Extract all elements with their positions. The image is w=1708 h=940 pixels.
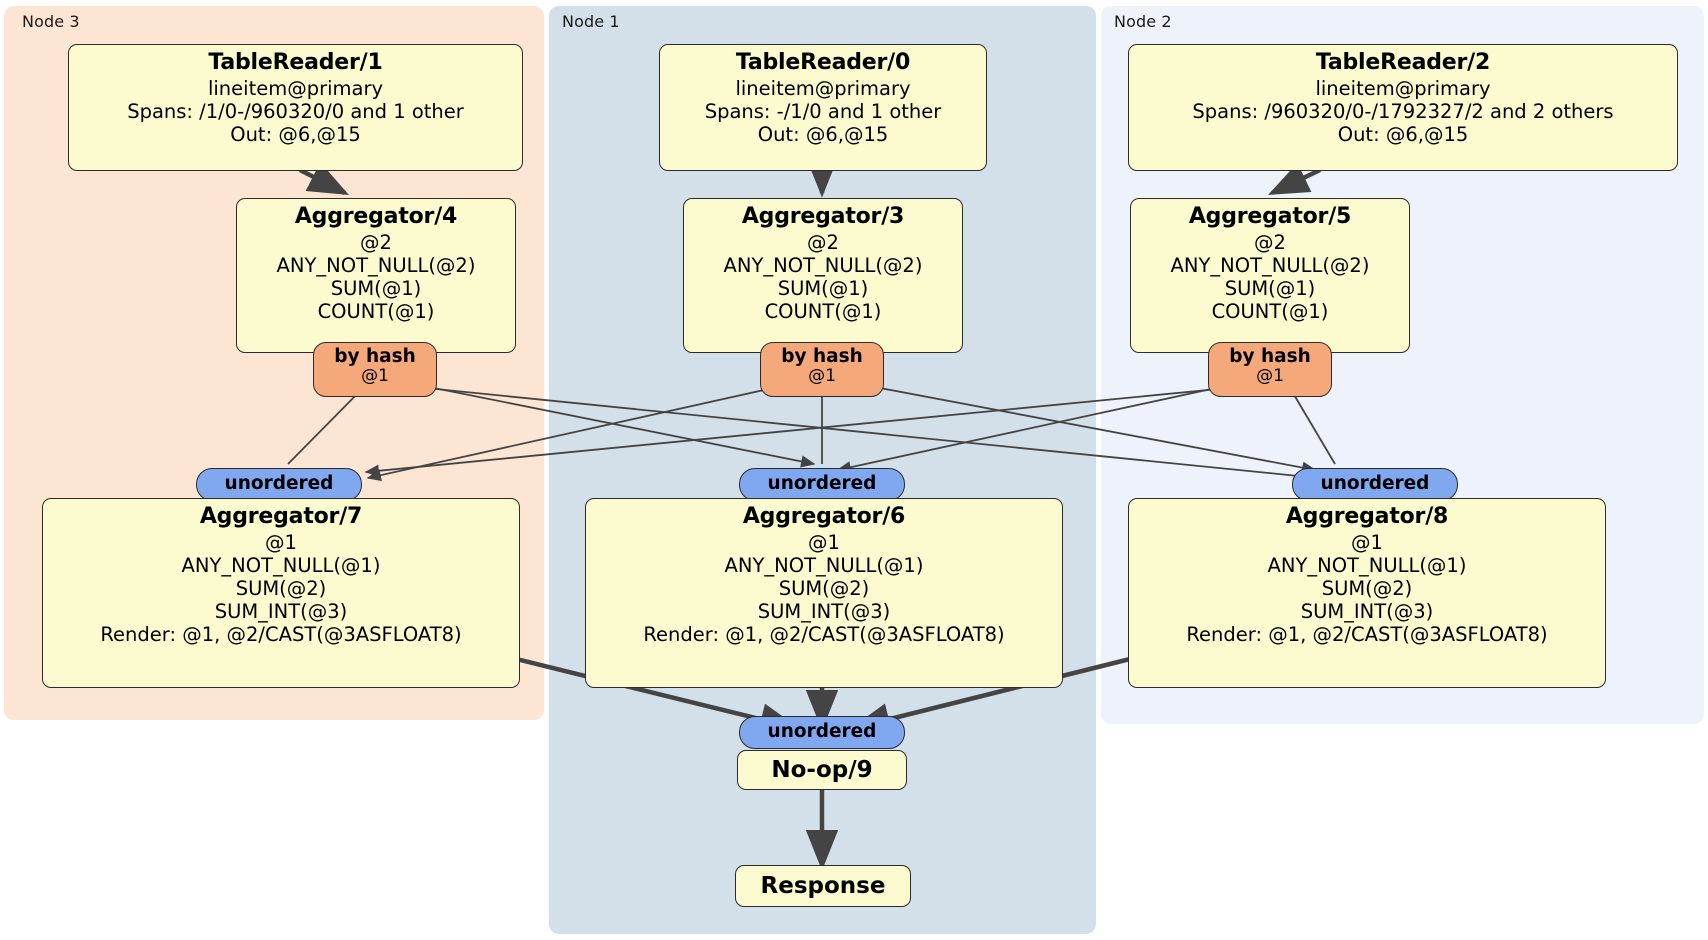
router-by-hash-left[interactable]: by hash @1 xyxy=(313,342,437,397)
router-label: by hash xyxy=(334,346,416,367)
node-region-label-node1: Node 1 xyxy=(562,12,620,31)
processor-aggregator-3[interactable]: Aggregator/3 @2 ANY_NOT_NULL(@2) SUM(@1)… xyxy=(683,198,963,353)
processor-line: Spans: -/1/0 and 1 other xyxy=(704,99,942,123)
processor-line: ANY_NOT_NULL(@1) xyxy=(1267,553,1467,577)
edge-aggregator8-unorderedfinal xyxy=(849,652,1147,735)
processor-title: TableReader/2 xyxy=(1315,50,1491,75)
processor-line: @1 xyxy=(808,530,840,554)
processor-title: Aggregator/4 xyxy=(294,204,458,229)
processor-line: @1 xyxy=(1351,530,1383,554)
processor-line: SUM(@2) xyxy=(778,576,870,600)
edge-hashleft-unorderedleft xyxy=(287,387,364,465)
router-by-hash-center[interactable]: by hash @1 xyxy=(760,342,884,397)
processor-line: Out: @6,@15 xyxy=(1337,122,1469,146)
processor-aggregator-7[interactable]: Aggregator/7 @1 ANY_NOT_NULL(@1) SUM(@2)… xyxy=(42,498,520,688)
edge-hashcenter-unorderedleft xyxy=(366,381,801,482)
processor-line: ANY_NOT_NULL(@1) xyxy=(724,553,924,577)
edge-hashright-unorderedright xyxy=(1289,387,1336,465)
processor-line: @1 xyxy=(265,530,297,554)
processor-line: COUNT(@1) xyxy=(317,299,435,323)
synchronizer-unordered-left[interactable]: unordered xyxy=(196,468,362,501)
router-column: @1 xyxy=(361,366,389,387)
edge-aggregator7-unorderedfinal xyxy=(499,652,801,736)
router-column: @1 xyxy=(808,366,836,387)
router-label: by hash xyxy=(781,346,863,367)
processor-line: @2 xyxy=(360,230,392,254)
synchronizer-unordered-final[interactable]: unordered xyxy=(739,716,905,749)
processor-line: lineitem@primary xyxy=(207,76,384,100)
edge-hashcenter-unorderedright xyxy=(847,381,1317,474)
processor-title: Aggregator/7 xyxy=(199,504,363,529)
processor-line: SUM(@2) xyxy=(1321,576,1413,600)
processor-tablereader-0[interactable]: TableReader/0 lineitem@primary Spans: -/… xyxy=(659,44,987,171)
processor-line: ANY_NOT_NULL(@2) xyxy=(276,253,476,277)
processor-line: Out: @6,@15 xyxy=(757,122,889,146)
processor-line: ANY_NOT_NULL(@2) xyxy=(723,253,923,277)
processor-title: Aggregator/5 xyxy=(1188,204,1352,229)
processor-line: ANY_NOT_NULL(@2) xyxy=(1170,253,1370,277)
processor-tablereader-1[interactable]: TableReader/1 lineitem@primary Spans: /1… xyxy=(68,44,523,171)
node-region-label-node3: Node 3 xyxy=(22,12,80,31)
synchronizer-unordered-right[interactable]: unordered xyxy=(1292,468,1458,501)
processor-line: Render: @1, @2/CAST(@3ASFLOAT8) xyxy=(643,622,1005,646)
processor-line: @2 xyxy=(1254,230,1286,254)
edge-hashleft-unorderedright xyxy=(405,385,1320,483)
processor-title: TableReader/0 xyxy=(735,50,911,75)
node-region-label-node2: Node 2 xyxy=(1114,12,1172,31)
processor-aggregator-5[interactable]: Aggregator/5 @2 ANY_NOT_NULL(@2) SUM(@1)… xyxy=(1130,198,1410,353)
processor-title: Aggregator/6 xyxy=(742,504,906,529)
processor-line: Spans: /1/0-/960320/0 and 1 other xyxy=(127,99,464,123)
processor-response[interactable]: Response xyxy=(735,865,911,907)
router-by-hash-right[interactable]: by hash @1 xyxy=(1208,342,1332,397)
processor-aggregator-4[interactable]: Aggregator/4 @2 ANY_NOT_NULL(@2) SUM(@1)… xyxy=(236,198,516,353)
processor-line: COUNT(@1) xyxy=(764,299,882,323)
processor-title: Aggregator/3 xyxy=(741,204,905,229)
edge-hashleft-unorderedcenter xyxy=(403,381,816,468)
processor-aggregator-8[interactable]: Aggregator/8 @1 ANY_NOT_NULL(@1) SUM(@2)… xyxy=(1128,498,1606,688)
edge-hashright-unorderedleft xyxy=(364,385,1250,477)
processor-line: Render: @1, @2/CAST(@3ASFLOAT8) xyxy=(1186,622,1548,646)
processor-title: TableReader/1 xyxy=(208,50,383,75)
edge-tablereader1-aggregator4 xyxy=(298,162,350,196)
edge-tablereader2-aggregator5 xyxy=(1267,162,1321,196)
processor-tablereader-2[interactable]: TableReader/2 lineitem@primary Spans: /9… xyxy=(1128,44,1678,171)
processor-line: Spans: /960320/0-/1792327/2 and 2 others xyxy=(1192,99,1614,123)
processor-line: SUM(@1) xyxy=(330,276,422,300)
router-label: by hash xyxy=(1229,346,1311,367)
processor-aggregator-6[interactable]: Aggregator/6 @1 ANY_NOT_NULL(@1) SUM(@2)… xyxy=(585,498,1063,688)
processor-line: Render: @1, @2/CAST(@3ASFLOAT8) xyxy=(100,622,462,646)
processor-line: lineitem@primary xyxy=(1315,76,1491,100)
processor-title: Aggregator/8 xyxy=(1285,504,1449,529)
processor-line: ANY_NOT_NULL(@1) xyxy=(181,553,381,577)
processor-line: SUM(@2) xyxy=(235,576,327,600)
processor-line: SUM(@1) xyxy=(1224,276,1316,300)
processor-line: SUM_INT(@3) xyxy=(757,599,891,623)
processor-line: lineitem@primary xyxy=(735,76,911,100)
processor-line: COUNT(@1) xyxy=(1211,299,1329,323)
synchronizer-unordered-center[interactable]: unordered xyxy=(739,468,905,501)
processor-line: @2 xyxy=(807,230,839,254)
edge-hashright-unorderedcenter xyxy=(836,380,1249,474)
router-column: @1 xyxy=(1256,366,1284,387)
processor-line: SUM_INT(@3) xyxy=(214,599,348,623)
processor-line: SUM(@1) xyxy=(777,276,869,300)
processor-line: Out: @6,@15 xyxy=(230,122,361,146)
processor-noop-9[interactable]: No-op/9 xyxy=(737,750,907,790)
processor-line: SUM_INT(@3) xyxy=(1300,599,1434,623)
